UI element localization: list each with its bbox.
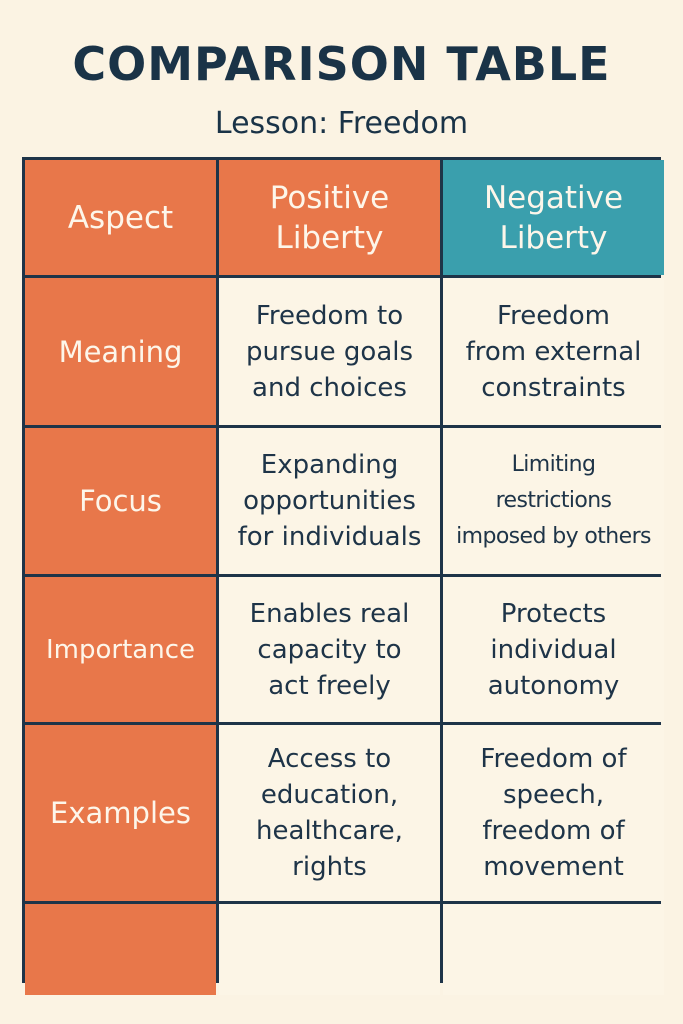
cell-focus-positive: Expanding opportunities for individuals <box>219 428 440 574</box>
cell-empty-positive <box>219 904 440 995</box>
row-label-focus: Focus <box>25 428 216 574</box>
cell-importance-negative: Protects individual autonomy <box>443 577 664 722</box>
page-subtitle: Lesson: Freedom <box>214 106 469 141</box>
cell-meaning-negative: Freedom from external constraints <box>443 278 664 425</box>
cell-importance-positive: Enables real capacity to act freely <box>219 577 440 722</box>
cell-meaning-positive: Freedom to pursue goals and choices <box>219 278 440 425</box>
cell-focus-negative: Limiting restrictions imposed by others <box>443 428 664 574</box>
row-label-empty <box>25 904 216 995</box>
column-header-aspect: Aspect <box>25 160 216 275</box>
cell-empty-negative <box>443 904 664 995</box>
cell-examples-positive: Access to education, healthcare, rights <box>219 725 440 901</box>
row-label-importance: Importance <box>25 577 216 722</box>
column-header-positive-liberty: Positive Liberty <box>219 160 440 275</box>
column-header-negative-liberty: Negative Liberty <box>443 160 664 275</box>
comparison-table: Aspect Positive Liberty Negative Liberty… <box>22 157 664 995</box>
cell-examples-negative: Freedom of speech, freedom of movement <box>443 725 664 901</box>
row-label-examples: Examples <box>25 725 216 901</box>
row-label-meaning: Meaning <box>25 278 216 425</box>
page-title: COMPARISON TABLE <box>72 37 611 91</box>
